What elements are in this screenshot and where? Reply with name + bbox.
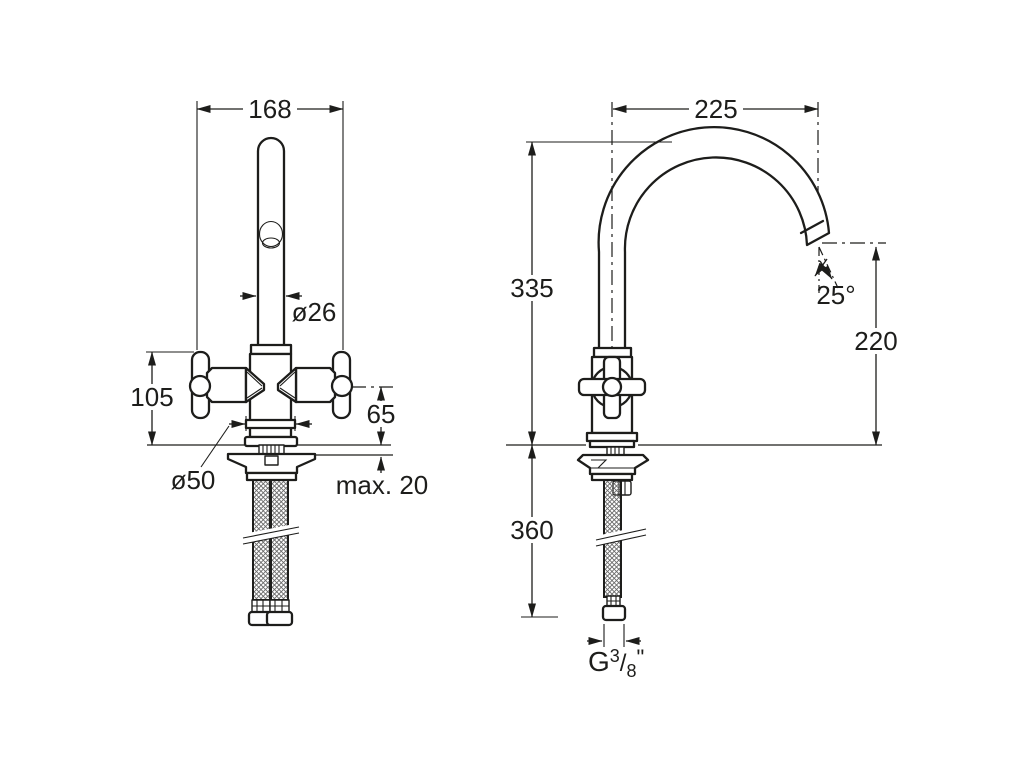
front-mounting	[226, 444, 317, 482]
dim-overall-width: 168	[196, 94, 344, 124]
dim-base-diameter-label: ø50	[171, 465, 216, 495]
dim-hose-length: 360	[506, 444, 558, 618]
dim-thread-size-label: G3/8"	[588, 645, 644, 681]
dim-base-diameter: ø50	[171, 416, 312, 495]
side-base-collar	[585, 431, 639, 443]
aerator-joint-line	[799, 219, 825, 235]
dim-thread-size: G3/8"	[587, 624, 644, 681]
dim-max-mounting-thickness: max. 20	[315, 454, 429, 500]
dim-hose-length-label: 360	[510, 515, 553, 545]
dim-max-mounting-thickness-label: max. 20	[336, 470, 429, 500]
tube-joint-detail-inner	[261, 237, 281, 249]
side-base-plate	[588, 439, 636, 449]
hose-break-mark	[243, 523, 299, 544]
tube-joint-detail	[258, 220, 284, 248]
dim-overall-width-extensions	[196, 101, 344, 350]
thread-slash: /	[620, 650, 627, 677]
front-handle-left-hub	[188, 374, 212, 398]
side-view: 225 335 360 220 25°	[506, 94, 902, 681]
dim-outlet-angle: 25°	[814, 246, 856, 310]
front-spout-tube	[256, 136, 286, 346]
thread-prefix: G	[588, 646, 610, 677]
front-hoses	[242, 479, 300, 627]
dim-outlet-angle-label: 25°	[816, 280, 855, 310]
hose-nut	[265, 610, 294, 627]
side-body	[577, 346, 647, 449]
front-body	[188, 343, 354, 448]
side-handle-hub	[601, 376, 623, 398]
dim-outlet-height: 220	[822, 242, 902, 446]
dim-outlet-height-label: 220	[854, 326, 897, 356]
dim-overall-width-label: 168	[248, 94, 291, 124]
front-base-collar	[244, 418, 297, 430]
side-hose	[595, 479, 647, 622]
dim-height-spout-top-label: 335	[510, 273, 553, 303]
dim-height-handle-axis-label: 65	[367, 399, 396, 429]
dim-height-handle-top: 105	[130, 351, 194, 446]
hose-end-nut	[601, 604, 627, 622]
side-spout	[597, 126, 831, 352]
thread-unit: "	[636, 645, 644, 670]
dim-height-handle-top-label: 105	[130, 382, 173, 412]
thread-numerator: 3	[610, 646, 620, 666]
dim-height-handle-axis: 65	[351, 386, 399, 446]
dim-spout-diameter-label: ø26	[292, 297, 337, 327]
dim-spout-diameter: ø26	[240, 292, 337, 327]
dim-spout-reach-label: 225	[694, 94, 737, 124]
dim-spout-reach: 225	[612, 94, 819, 124]
thread-denominator: 8	[626, 661, 636, 681]
front-handle-right-hub	[330, 374, 354, 398]
dim-height-spout-top: 335	[506, 141, 672, 446]
front-view: 168 ø26 105 65 max. 20	[130, 94, 429, 627]
hose-break-mark	[596, 525, 646, 546]
